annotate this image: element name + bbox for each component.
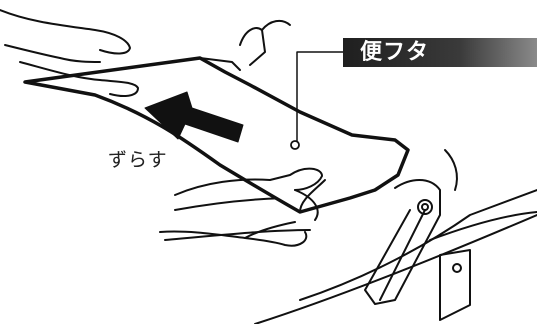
screw-icon (453, 264, 461, 272)
hinge-bracket (365, 180, 461, 304)
action-label: ずらす (108, 145, 168, 172)
callout-label: 便フタ (360, 38, 429, 67)
lid-pivot (240, 21, 290, 65)
